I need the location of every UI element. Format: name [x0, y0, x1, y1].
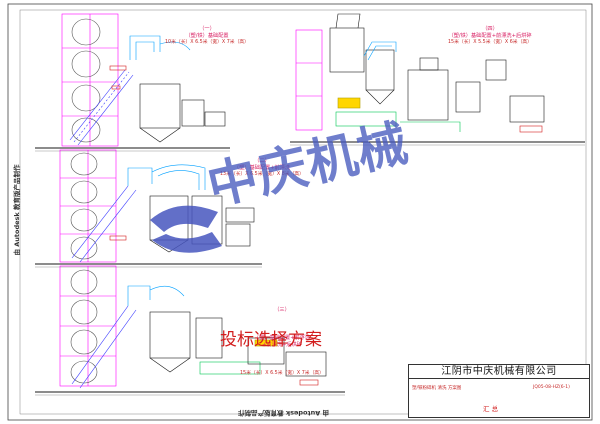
section-2-subtitle: （塑）基础配置+前漂洗 [233, 165, 291, 172]
inner-border [19, 9, 587, 415]
summary-label: 汇 总 [483, 405, 499, 413]
drawing-description: 塑/铁粉碎机 清洗 方案图 [412, 386, 462, 391]
section-3-number: （三） [274, 306, 290, 313]
section-4-subtitle: （塑/铁）基础配置+前漂洗+后烘碎 [448, 33, 532, 40]
section-4-caption: （四） （塑/铁）基础配置+前漂洗+后烘碎 15米（长）X 5.5米（宽）X 6… [448, 26, 532, 47]
side-note-left: 由 Autodesk 教育版产品制作 [13, 164, 21, 256]
section-2-caption: （二） （塑）基础配置+前漂洗 13米（长）X 6.5米（宽）X 8米（高） [220, 158, 304, 179]
side-note-bottom: 由 Autodesk 教育版产品制作 [238, 409, 330, 417]
section-1-subtitle: （塑/铁）基础配置 [185, 33, 229, 40]
section-3-dims: 15米（长）X 6.5米（宽）X 7米（高） [240, 370, 324, 376]
plant-layout-1 [35, 13, 230, 152]
section-1-caption: （一） （塑/铁）基础配置 10米（长）X 6.5米（宽）X 7米（高） [165, 26, 249, 47]
section-2-dims: 13米（长）X 6.5米（宽）X 8米（高） [220, 172, 304, 178]
section-3-subtitle: （塑）基础配置+前浮选 +前漂洗+后烘碎 [253, 335, 311, 349]
section-4-number: （四） [482, 26, 498, 32]
sheet-border [7, 3, 593, 421]
section-3-caption: （三） （塑）基础配置+前浮选 +前漂洗+后烘碎 15米（长）X 6.5米（宽）… [240, 285, 324, 399]
title-block: 江阴市中庆机械有限公司 塑/铁粉碎机 清洗 方案图 JQ05-08-HZ(6-1… [408, 364, 590, 418]
section-1-dims: 10米（长）X 6.5米（宽）X 7米（高） [165, 40, 249, 46]
company-logo-mark [150, 205, 222, 253]
drawing-number: JQ05-08-HZ(6-1) [533, 385, 570, 390]
section-4-dims: 15米（长）X 5.5米（宽）X 6米（高） [448, 40, 532, 46]
company-name: 江阴市中庆机械有限公司 [409, 365, 589, 379]
plant-layout-4 [290, 13, 585, 146]
plant-layout-3 [35, 265, 345, 396]
bid-plan-label: 投标选择方案 [220, 330, 322, 350]
section-1-number: （一） [199, 26, 215, 32]
section-2-number: （二） [254, 158, 270, 164]
